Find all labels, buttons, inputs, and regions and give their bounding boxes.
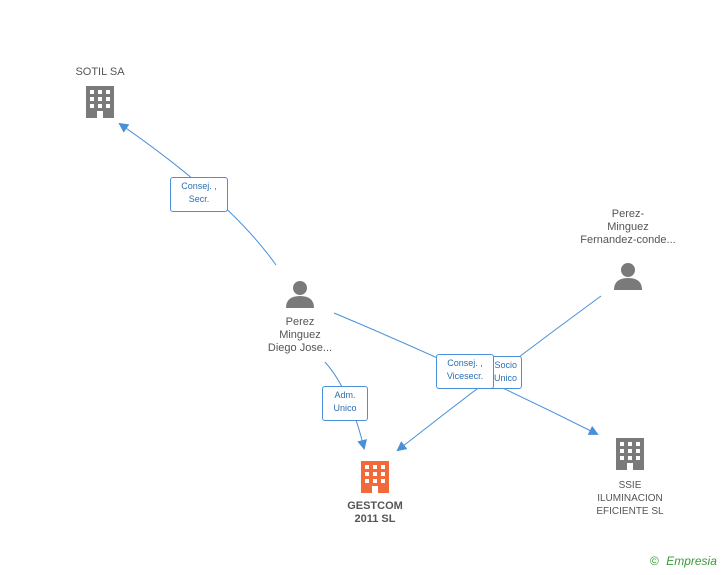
- label-line: GESTCOM: [347, 500, 403, 512]
- brand-logo: Empresia: [666, 554, 717, 568]
- edge-label-line: Vicesecr.: [446, 371, 484, 381]
- label-line: Minguez: [607, 221, 649, 233]
- edge-label-line: Socio: [494, 360, 517, 370]
- edge-label-line: Consej. ,: [181, 181, 217, 191]
- label-line: Diego Jose...: [267, 342, 333, 354]
- label-line: Minguez: [279, 329, 321, 341]
- person-icon: [286, 281, 314, 308]
- node-label-perez-diego[interactable]: Perez Minguez Diego Jose...: [250, 316, 350, 355]
- label-line: Perez-: [611, 208, 645, 220]
- label-line: EFICIENTE SL: [596, 506, 664, 517]
- node-label-perez-fernandez[interactable]: Perez- Minguez Fernandez-conde...: [568, 208, 688, 247]
- edge-label-line: Secr.: [188, 194, 210, 204]
- label-line: Perez: [285, 316, 315, 328]
- label-line: Fernandez-conde...: [580, 234, 676, 246]
- edge-label-line: Adm.: [334, 390, 356, 400]
- node-label-ssie[interactable]: SSIE ILUMINACION EFICIENTE SL: [580, 479, 680, 518]
- label-line: SOTIL SA: [75, 66, 125, 78]
- label-line: SSIE: [618, 480, 642, 491]
- edge-label-line: Unico: [493, 373, 517, 383]
- building-icon: [86, 86, 114, 118]
- node-label-gestcom[interactable]: GESTCOM 2011 SL: [330, 500, 420, 526]
- label-line: ILUMINACION: [597, 493, 663, 504]
- edge-label-consej-secr: Consej. , Secr.: [170, 177, 228, 212]
- edge-label-consej-vicesecr: Consej. , Vicesecr.: [436, 354, 494, 389]
- footer-brand: © Empresia: [650, 554, 717, 568]
- copyright-symbol: ©: [650, 554, 659, 568]
- building-icon: [616, 438, 644, 470]
- person-icon: [614, 263, 642, 290]
- label-line: 2011 SL: [354, 513, 396, 525]
- node-label-sotil[interactable]: SOTIL SA: [60, 66, 140, 79]
- edge-label-line: Unico: [333, 403, 357, 413]
- building-icon-main: [361, 461, 389, 493]
- edge-label-adm-unico: Adm. Unico: [322, 386, 368, 421]
- edge-label-line: Consej. ,: [447, 358, 483, 368]
